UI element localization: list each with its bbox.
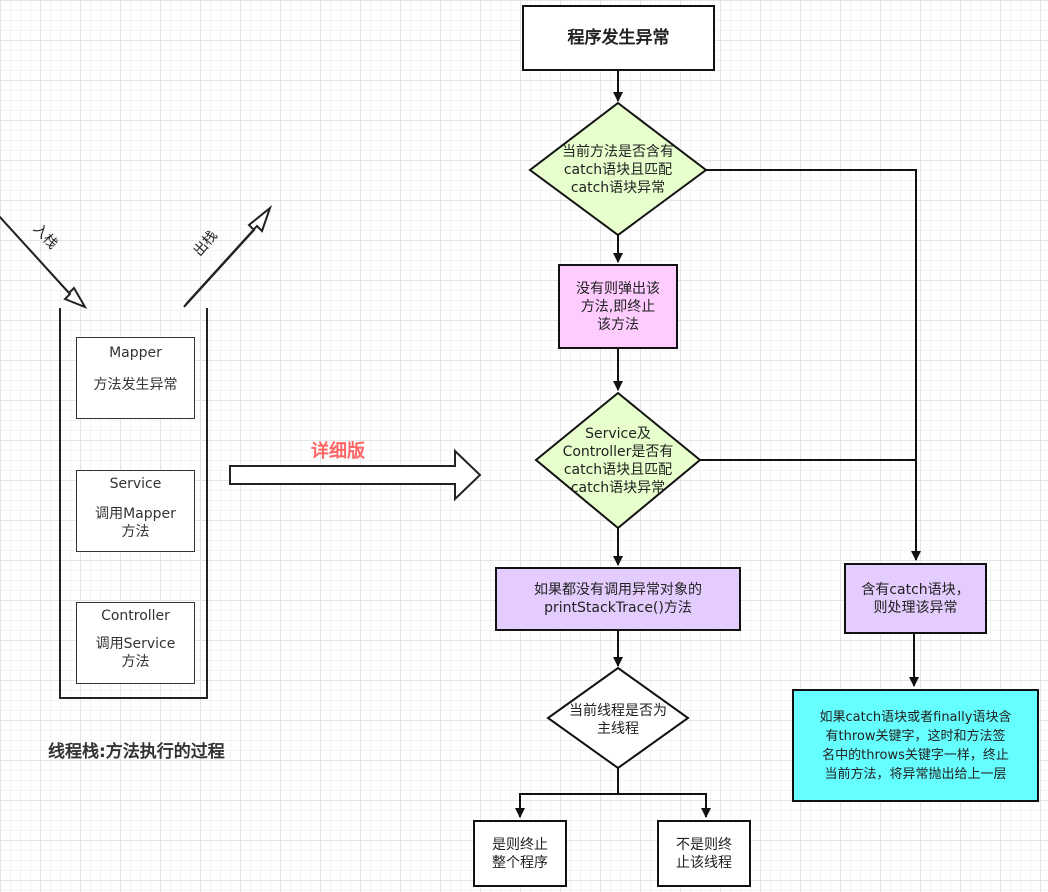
end-program-label: 是则终止 整个程序: [492, 836, 548, 871]
stack-caption: 线程栈:方法执行的过程: [48, 742, 225, 762]
stack-item-mapper: Mapper 方法发生异常: [76, 337, 195, 419]
decision3-shape: [546, 666, 690, 770]
end-program-node: 是则终止 整个程序: [473, 820, 567, 887]
stack-item-desc: 方法发生异常: [93, 377, 178, 393]
print-trace-node: 如果都没有调用异常对象的 printStackTrace()方法: [495, 567, 741, 631]
push-arrow: [0, 215, 88, 310]
stack-item-desc: 调用Mapper 方法: [95, 506, 176, 540]
connector: [618, 793, 711, 818]
handle-label: 含有catch语块， 则处理该异常: [861, 581, 970, 616]
rethrow-label: 如果catch语块或者finally语块含 有throw关键字，这时和方法签 名…: [819, 709, 1012, 782]
stack-item-service: Service 调用Mapper 方法: [76, 470, 195, 552]
stack-item-name: Service: [109, 476, 162, 492]
pop-method-label: 没有则弹出该 方法,即终止 该方法: [576, 280, 660, 333]
detail-arrow-label: 详细版: [311, 441, 365, 462]
stack-item-name: Controller: [101, 608, 170, 624]
connector: [515, 768, 619, 818]
decision3-label: 当前线程是否为 主线程: [569, 703, 667, 737]
pop-arrow: [183, 205, 273, 308]
decision1-shape: [528, 101, 708, 237]
stack-item-name: Mapper: [109, 345, 162, 361]
decision2-label: Service及 Controller是否有 catch语块且匹配 catch语…: [562, 426, 674, 496]
detail-arrow: [229, 448, 482, 502]
decision2-shape: [534, 391, 702, 530]
start-node-label: 程序发生异常: [567, 28, 670, 48]
connector: [706, 169, 921, 561]
rethrow-node: 如果catch语块或者finally语块含 有throw关键字，这时和方法签 名…: [792, 689, 1039, 802]
handle-node: 含有catch语块， 则处理该异常: [844, 563, 987, 634]
stack-item-desc: 调用Service 方法: [95, 636, 176, 670]
pop-method-node: 没有则弹出该 方法,即终止 该方法: [558, 264, 678, 349]
print-trace-label: 如果都没有调用异常对象的 printStackTrace()方法: [534, 582, 702, 616]
stack-item-controller: Controller 调用Service 方法: [76, 602, 195, 684]
end-thread-node: 不是则终 止该线程: [657, 820, 751, 887]
stack-container: [59, 308, 208, 699]
decision1-label: 当前方法是否含有 catch语块且匹配 catch语块异常: [562, 144, 674, 196]
end-thread-label: 不是则终 止该线程: [676, 836, 732, 871]
start-node: 程序发生异常: [522, 5, 715, 71]
